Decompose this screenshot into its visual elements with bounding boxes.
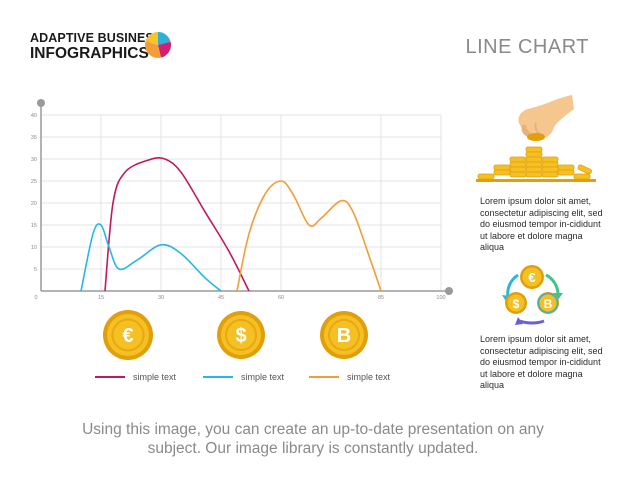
- svg-text:$: $: [513, 297, 520, 311]
- y-tick-label: 5: [34, 267, 37, 273]
- x-tick-label: 45: [218, 295, 224, 301]
- side-text-1: Lorem ipsum dolor sit amet, consectetur …: [480, 196, 603, 252]
- y-tick-label: 35: [31, 135, 37, 141]
- legend-swatch: [203, 375, 233, 378]
- y-tick-label: 15: [31, 223, 37, 229]
- dollar-coin-icon: $: [217, 311, 265, 359]
- legend-swatch: [95, 375, 125, 378]
- svg-text:B: B: [544, 297, 553, 311]
- brand-line1: ADAPTIVE BUSINESS: [30, 31, 163, 45]
- footer-caption: Using this image, you can create an up-t…: [82, 421, 544, 457]
- brand: ADAPTIVE BUSINESS INFOGRAPHICS: [30, 31, 162, 62]
- series-line-magenta: [104, 156, 250, 292]
- page-title: LINE CHART: [465, 36, 589, 58]
- y-tick-label: 20: [31, 201, 37, 207]
- legend-item-orange: simple text: [309, 372, 390, 384]
- x-tick-label: 15: [98, 295, 104, 301]
- x-axis-end-dot: [445, 287, 453, 295]
- legend-swatch: [309, 375, 339, 378]
- y-tick-label: 10: [31, 245, 37, 251]
- chart-axes: 5 10 15 20 25 30 35 40 0 15 30 45 60 85 100: [31, 99, 453, 301]
- svg-text:€: €: [528, 270, 535, 285]
- legend-item-blue: simple text: [203, 372, 284, 384]
- y-axis-end-dot: [37, 99, 45, 107]
- y-tick-label: 40: [31, 113, 37, 119]
- x-tick-label: 60: [278, 295, 284, 301]
- chart-grid: [41, 114, 442, 291]
- bitcoin-coin-icon: B: [320, 311, 368, 359]
- y-tick-label: 30: [31, 157, 37, 163]
- pie-logo-icon: [145, 31, 172, 58]
- currency-exchange-icon: € $ B: [502, 265, 563, 325]
- coin-symbol: B: [337, 325, 351, 347]
- coin-symbol: €: [122, 325, 133, 347]
- euro-coin-icon: €: [103, 310, 153, 360]
- series-line-orange: [236, 180, 382, 292]
- x-tick-label: 0: [34, 295, 37, 301]
- brand-line2: INFOGRAPHICS: [30, 45, 149, 62]
- legend-item-magenta: simple text: [95, 372, 176, 384]
- x-tick-label: 30: [158, 295, 164, 301]
- legend-label: simple text: [241, 372, 285, 382]
- chart-series: [80, 156, 382, 292]
- hand-coins-icon: [476, 95, 596, 182]
- y-tick-label: 25: [31, 179, 37, 185]
- coin-symbol: $: [235, 325, 246, 347]
- side-text-2: Lorem ipsum dolor sit amet, consectetur …: [480, 334, 603, 390]
- series-line-blue: [80, 223, 222, 292]
- x-tick-label: 85: [378, 295, 384, 301]
- x-tick-label: 100: [436, 295, 445, 301]
- legend-label: simple text: [347, 372, 391, 382]
- legend-label: simple text: [133, 372, 177, 382]
